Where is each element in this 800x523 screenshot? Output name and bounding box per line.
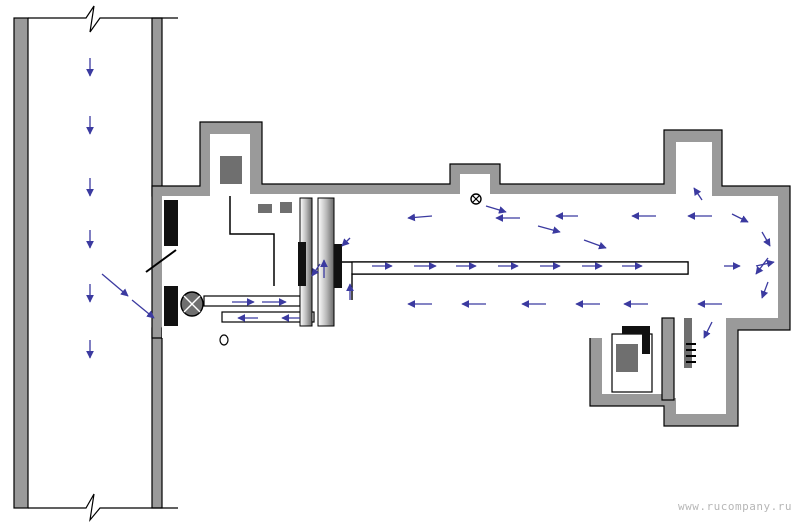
heat-exchanger-fins (686, 343, 696, 363)
sensor-block-2 (280, 202, 292, 213)
intake-damper-blade (145, 249, 177, 273)
watermark: www.rucompany.ru (678, 500, 792, 513)
air-flow-arrow (755, 259, 775, 268)
air-flow-arrow (703, 321, 713, 339)
air-flow-arrow (755, 257, 769, 275)
damper-icon (298, 242, 306, 286)
air-flow-arrow (311, 263, 321, 277)
air-flow-arrow (537, 225, 561, 234)
damper-2 (334, 244, 342, 288)
service-room-wall (661, 317, 675, 401)
intake-damper-lower (164, 286, 178, 326)
air-flow-arrow (101, 273, 129, 297)
air-flow-arrow (341, 237, 351, 247)
air-flow-arrows (86, 58, 775, 359)
partition-line (229, 196, 275, 286)
air-flow-arrow (583, 239, 607, 250)
air-flow-arrow (731, 213, 749, 223)
air-flow-arrow (407, 213, 433, 222)
air-flow-arrow (485, 205, 507, 214)
intake-damper-upper (164, 200, 178, 246)
handling-block-right (317, 197, 335, 327)
divider-fill (351, 261, 689, 275)
air-flow-arrow (131, 299, 155, 319)
duct-upper (203, 295, 301, 307)
exhaust-cabinet (616, 344, 638, 372)
air-flow-arrow (693, 187, 703, 201)
air-handling-unit (298, 197, 342, 327)
control-cabinet (220, 156, 242, 184)
air-flow-arrow (760, 281, 769, 299)
filter-cross-2 (472, 195, 480, 203)
duct-lower (221, 311, 315, 323)
sensor-icon (219, 334, 229, 346)
break-mark-top (28, 5, 178, 33)
main-shaft (13, 5, 178, 523)
shaft-wall-right-upper (151, 17, 163, 197)
fan-cross-2 (183, 295, 201, 313)
right-fittings (470, 193, 696, 372)
exhaust-damper-post (642, 326, 650, 354)
air-flow-arrow (761, 231, 771, 247)
shaft-wall-right-lower (151, 327, 163, 509)
sensor-block-1 (258, 204, 272, 213)
shaft-wall-left (13, 17, 29, 509)
intake (145, 200, 178, 326)
break-mark-bottom (28, 493, 178, 523)
exhaust-damper (622, 326, 650, 334)
